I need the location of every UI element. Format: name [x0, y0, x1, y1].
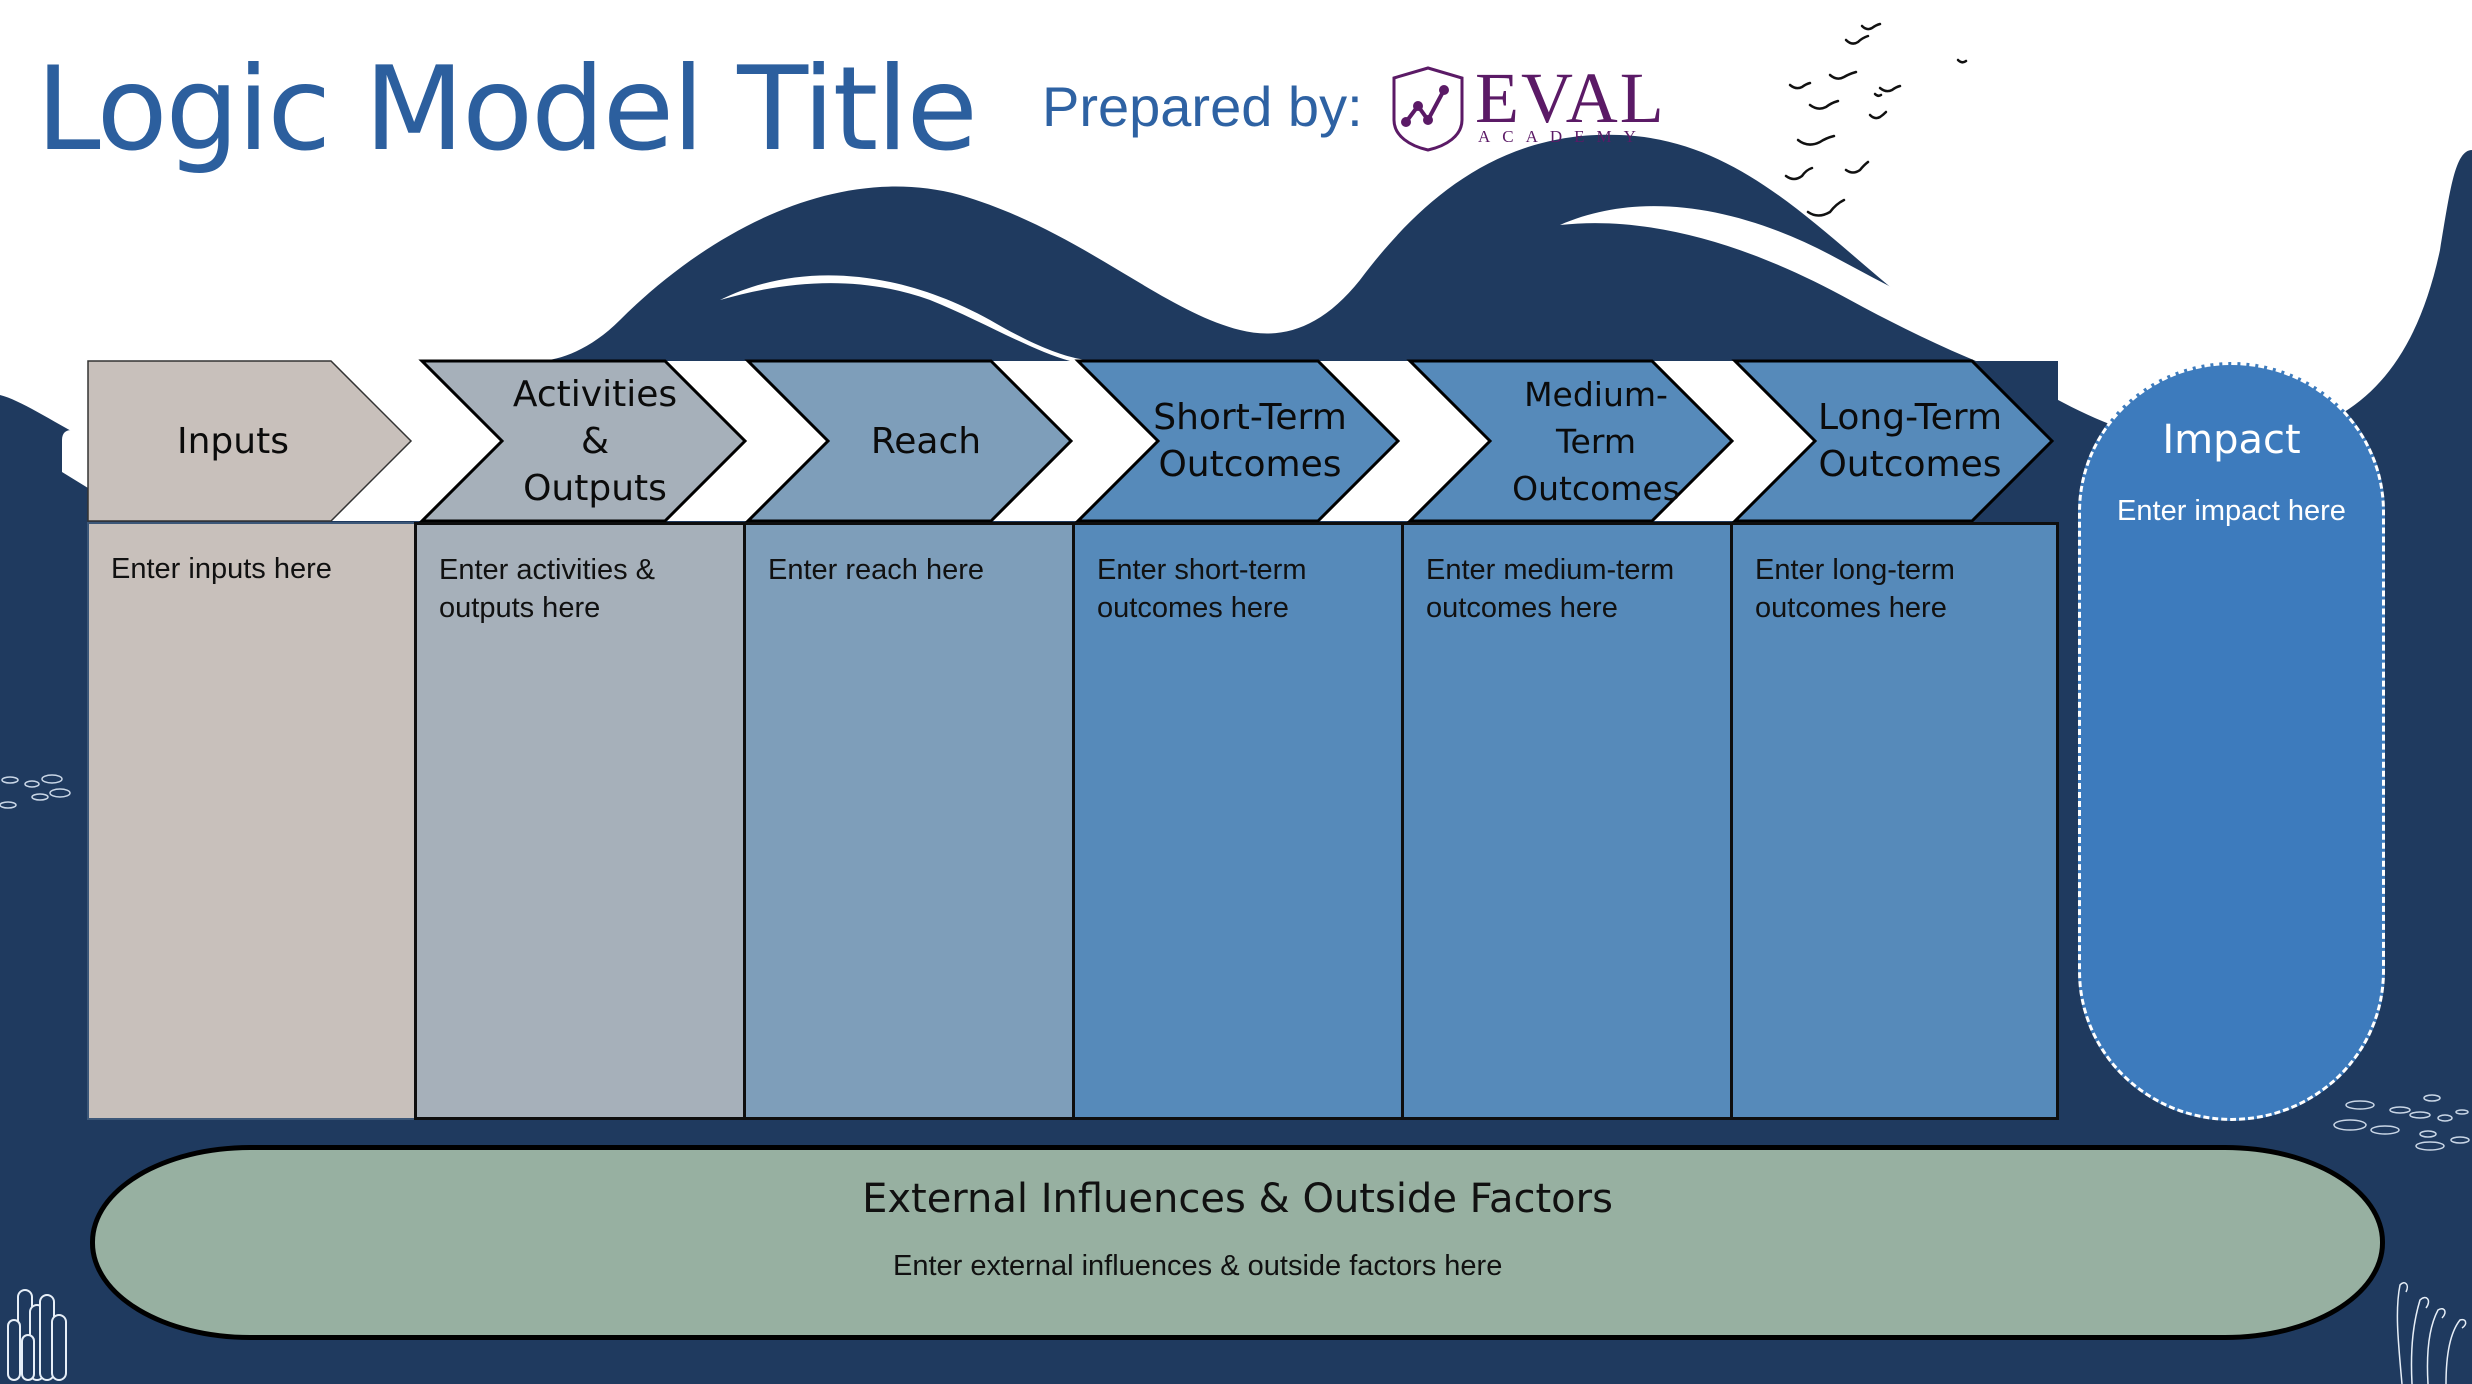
external-influences-box[interactable]: External Influences & Outside Factors En… [90, 1145, 2385, 1340]
chevron-medium-term [1406, 359, 1735, 523]
external-influences-title: External Influences & Outside Factors [862, 1176, 1613, 1222]
wave-stripe [62, 430, 88, 488]
stage-box-short-term[interactable]: Enter short-term outcomes here [1072, 522, 1404, 1120]
stage-box-medium-term[interactable]: Enter medium-term outcomes here [1401, 522, 1733, 1120]
stage-header-reach: Reach [826, 361, 1026, 521]
chevron-short-term [1074, 359, 1401, 523]
stage-body-reach[interactable]: Enter reach here [768, 554, 985, 586]
chevron-long-term [1731, 359, 2055, 523]
seaweed-icon [2396, 1282, 2467, 1384]
chevron-inputs [87, 360, 413, 522]
stage-header-text: Inputs [177, 420, 289, 462]
stage-header-text: Activities &Outputs [512, 373, 678, 509]
stage-body-medium-term[interactable]: Enter medium-term outcomes here [1426, 554, 1675, 624]
logo-wordmark: EVAL [1475, 58, 1666, 138]
stage-header-inputs: Inputs [88, 361, 378, 521]
fish-school-icon [0, 774, 2470, 1151]
stage-body-short-term[interactable]: Enter short-term outcomes here [1097, 554, 1307, 624]
stage-header-text: Reach [870, 420, 982, 462]
stage-box-inputs[interactable]: Enter inputs here [87, 522, 416, 1120]
shield-chart-icon [1392, 66, 1464, 152]
birds-icon [1784, 22, 1968, 217]
chevron-row [87, 359, 2058, 523]
page-title[interactable]: Logic Model Title [36, 42, 978, 177]
stage-body-activities[interactable]: Enter activities & outputs here [439, 554, 655, 624]
chevron-reach [744, 359, 1074, 523]
stage-box-activities[interactable]: Enter activities & outputs here [414, 522, 746, 1120]
chevron-band-end [1972, 361, 2058, 521]
impact-title: Impact [2162, 417, 2301, 463]
stage-box-long-term[interactable]: Enter long-term outcomes here [1730, 522, 2059, 1120]
logo-subtitle: ACADEMY [1478, 127, 1648, 146]
chevron-activities [418, 359, 748, 523]
stage-body-long-term[interactable]: Enter long-term outcomes here [1755, 554, 1955, 624]
coral-icon [7, 1289, 67, 1381]
stage-header-activities: Activities &Outputs [500, 361, 690, 521]
impact-box[interactable]: Impact Enter impact here [2078, 362, 2385, 1121]
wave-stripe [720, 275, 1100, 361]
external-influences-body[interactable]: Enter external influences & outside fact… [893, 1250, 1503, 1282]
impact-body[interactable]: Enter impact here [2117, 495, 2346, 527]
prepared-by-label: Prepared by: [1042, 75, 1363, 138]
stage-body-inputs[interactable]: Enter inputs here [111, 553, 332, 585]
stage-box-reach[interactable]: Enter reach here [743, 522, 1075, 1120]
